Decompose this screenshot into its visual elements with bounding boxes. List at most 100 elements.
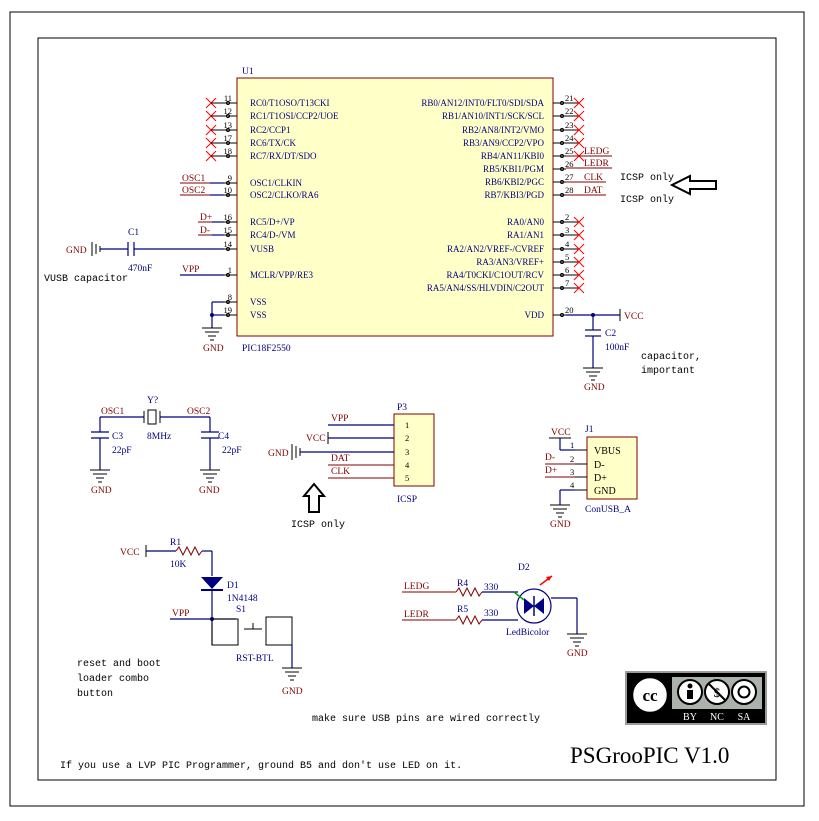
c4-value: 22pF <box>222 446 242 456</box>
p3-pin-number: 5 <box>405 473 409 483</box>
net-gnd-c1: GND <box>66 246 87 256</box>
u1-pin-number: 11 <box>224 93 232 103</box>
net-ledg-led: LEDG <box>404 582 429 592</box>
j1-pin-number: 3 <box>570 467 574 477</box>
u1-pin-number: 9 <box>228 173 232 183</box>
note-reset-2: loader combo <box>77 673 149 685</box>
net-osc1-crystal: OSC1 <box>101 407 124 417</box>
u1-pin-number: 21 <box>565 93 574 103</box>
u1-pin-name: VDD <box>525 310 545 320</box>
net-gnd-reset: GND <box>282 687 303 697</box>
crystal-section[interactable]: OSC1 OSC2 Y? 8MHz C3 22pF GND C4 22pF GN… <box>90 396 242 496</box>
no-connect-icon <box>573 269 585 281</box>
u1-pin-name: RB5/KBI1/PGM <box>483 164 544 174</box>
d1-designator: D1 <box>227 581 239 591</box>
u1-pin-number: 26 <box>565 159 574 169</box>
r1-value: 10K <box>170 560 187 570</box>
net-osc1-u1: OSC1 <box>182 174 205 184</box>
c1-value: 470nF <box>128 264 152 274</box>
j1-pin-number: 2 <box>570 454 574 464</box>
u1-pin-number: 12 <box>224 106 233 116</box>
u1-pin-name: OSC2/CLKO/RA6 <box>250 190 319 200</box>
u1-pin-number: 1 <box>228 265 232 275</box>
u1-pin-name: RC4/D-/VM <box>250 230 296 240</box>
u1-pin-number: 17 <box>224 133 233 143</box>
u1-pin-name: RA3/AN3/VREF+ <box>476 257 544 267</box>
project-title: PSGrooPIC V1.0 <box>570 743 729 768</box>
note-usb-pins: make sure USB pins are wired correctly <box>312 713 540 725</box>
u1-pin-number: 14 <box>224 239 233 249</box>
net-dat-u1: DAT <box>584 186 603 196</box>
c2-value: 100nF <box>605 343 629 353</box>
s1-value: RST-BTL <box>236 654 274 664</box>
net-gnd-c2: GND <box>584 383 605 393</box>
u1-pin-name: RB6/KBI2/PGC <box>485 177 544 187</box>
u1-pin-name: RB2/AN8/INT2/VMO <box>462 125 545 135</box>
r1-designator: R1 <box>170 538 181 548</box>
net-clk-u1: CLK <box>584 173 603 183</box>
led-section[interactable]: LEDG R4 330 LEDR R5 330 D2 LedBicolor GN… <box>402 563 588 659</box>
net-osc2-crystal: OSC2 <box>187 407 210 417</box>
net-osc2-u1: OSC2 <box>182 186 205 196</box>
net-gnd-c4: GND <box>199 486 220 496</box>
note-vusb-capacitor: VUSB capacitor <box>44 273 128 285</box>
cc-license-badge[interactable]: cc $ BY NC SA <box>625 671 767 725</box>
note-icsp-only-2: ICSP only <box>620 194 674 206</box>
net-ledr-led: LEDR <box>404 610 429 620</box>
net-vcc-icsp: VCC <box>306 434 326 444</box>
u1-pin-number: 19 <box>224 305 233 315</box>
u1-pin-name: RB4/AN11/KBI0 <box>481 151 545 161</box>
net-vpp-u1: VPP <box>182 265 199 275</box>
net-dminus-usb: D- <box>545 453 555 463</box>
u1-pin-name: MCLR/VPP/RE3 <box>250 270 314 280</box>
u1-pin-number: 27 <box>565 172 574 182</box>
sheet-inner-border <box>37 37 777 781</box>
j1-body <box>586 436 638 500</box>
u1-pin-name: RA0/AN0 <box>507 217 545 227</box>
u1-pin-name: RB3/AN9/CCP2/VPO <box>463 138 545 148</box>
cc-sa-label: SA <box>738 712 752 723</box>
net-gnd-led: GND <box>567 649 588 659</box>
net-gnd-icsp: GND <box>268 449 289 459</box>
u1-pin-number: 18 <box>224 146 233 156</box>
no-connect-icon <box>573 97 585 109</box>
d1-value: 1N4148 <box>227 594 258 604</box>
reset-section[interactable]: VCC R1 10K D1 1N4148 VPP S1 RST-BTL GND … <box>77 538 303 700</box>
no-connect-icon <box>573 229 585 241</box>
u1-right-pins: 21RB0/AN12/INT0/FLT0/SDI/SDA22RB1/AN10/I… <box>421 93 585 320</box>
net-gnd-usb: GND <box>550 520 571 530</box>
u1-pin-number: 2 <box>565 212 569 222</box>
j1-pin-number: 1 <box>570 440 574 450</box>
crystal-designator: Y? <box>147 396 158 406</box>
note-lvp-programmer: If you use a LVP PIC Programmer, ground … <box>60 760 462 772</box>
u1-pin-number: 15 <box>224 225 233 235</box>
net-vpp-icsp: VPP <box>331 414 348 424</box>
u1-pin-number: 13 <box>224 120 233 130</box>
c3-designator: C3 <box>112 432 123 442</box>
crystal-body <box>147 409 157 425</box>
u1-pin-name: RC2/CCP1 <box>250 125 291 135</box>
net-vcc-u1: VCC <box>624 312 644 322</box>
p3-value: ICSP <box>397 495 417 505</box>
j1-pin-name: GND <box>594 486 616 497</box>
cc-nc-label: NC <box>710 712 724 723</box>
u1-pin-name: RB7/KBI3/PGD <box>484 190 544 200</box>
note-reset-1: reset and boot <box>77 658 161 670</box>
u1-designator: U1 <box>242 67 254 77</box>
net-vpp-reset: VPP <box>172 609 189 619</box>
net-vcc-reset: VCC <box>120 548 140 558</box>
u1-pin-name: RC6/TX/CK <box>250 138 297 148</box>
net-dplus-u1: D+ <box>200 213 212 223</box>
u1-pin-name: RB1/AN10/INT1/SCK/SCL <box>442 111 544 121</box>
c4-designator: C4 <box>218 432 229 442</box>
r5-designator: R5 <box>457 605 468 615</box>
u1-pin-name: RC7/RX/DT/SDO <box>250 151 317 161</box>
no-connect-icon <box>573 124 585 136</box>
u1-pin-number: 22 <box>565 106 574 116</box>
u1-pin-name: VSS <box>250 297 267 307</box>
